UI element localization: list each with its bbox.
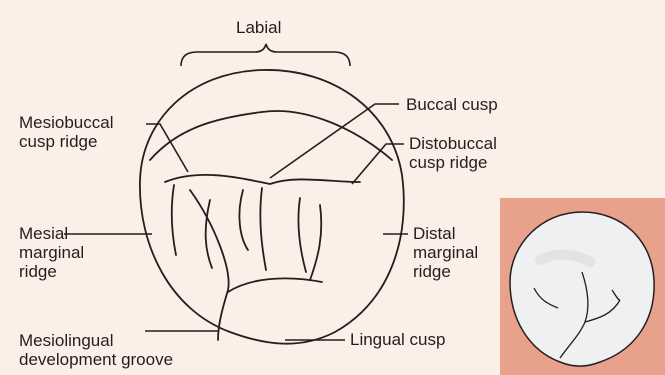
label-mesiobuccal-cusp-ridge-1: Mesiobuccal — [19, 113, 114, 132]
label-mesiolingual-groove-2: development groove — [19, 350, 173, 369]
label-distobuccal-cusp-ridge-1: Distobuccal — [409, 134, 497, 153]
label-mesial-marginal-ridge-3: ridge — [19, 262, 57, 281]
label-distal-marginal-ridge-1: Distal — [413, 224, 456, 243]
label-lingual-cusp: Lingual cusp — [350, 330, 445, 349]
label-mesial-marginal-ridge-1: Mesial — [19, 224, 68, 243]
label-mesiolingual-groove-1: Mesiolingual — [19, 331, 114, 350]
tooth-photo — [500, 198, 665, 375]
label-mesiobuccal-cusp-ridge-2: cusp ridge — [19, 132, 97, 151]
label-buccal-cusp: Buccal cusp — [406, 95, 498, 114]
label-labial: Labial — [236, 18, 281, 37]
label-distobuccal-cusp-ridge-2: cusp ridge — [409, 153, 487, 172]
label-mesial-marginal-ridge-2: marginal — [19, 243, 84, 262]
label-distal-marginal-ridge-3: ridge — [413, 262, 451, 281]
label-distal-marginal-ridge-2: marginal — [413, 243, 478, 262]
